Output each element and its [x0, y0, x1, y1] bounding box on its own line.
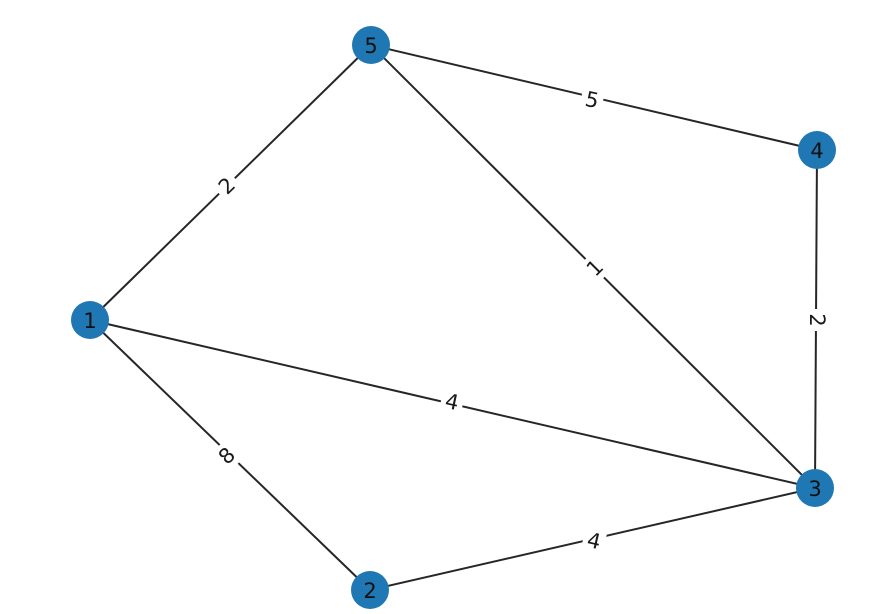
nodes-layer: 1 2 3 4 5 — [71, 26, 836, 609]
edge-weight-label-backdrop — [210, 169, 244, 203]
edge-weight-label: 5 — [578, 84, 606, 116]
edge-weight-label-backdrop — [438, 386, 466, 418]
edge-weight-label: 2 — [804, 309, 830, 331]
node-circle[interactable] — [798, 131, 836, 169]
edge-weight-label-backdrop — [804, 309, 830, 331]
node-circle[interactable] — [352, 26, 390, 64]
graph-node-4[interactable]: 4 — [798, 131, 836, 169]
edges-layer — [89, 44, 818, 591]
edge-weight-label: 4 — [580, 525, 608, 557]
edge-weight-label: 8 — [210, 439, 244, 473]
graph-node-1[interactable]: 1 — [71, 301, 109, 339]
node-circle[interactable] — [71, 301, 109, 339]
graph-node-5[interactable]: 5 — [352, 26, 390, 64]
edge-weight-label-backdrop — [210, 439, 244, 473]
node-circle[interactable] — [796, 469, 834, 507]
edge-weight-label-backdrop — [578, 84, 606, 116]
edge-weight-label-backdrop — [578, 251, 612, 285]
edge-weight-label: 4 — [438, 386, 466, 418]
node-circle[interactable] — [351, 571, 389, 609]
graph-node-2[interactable]: 2 — [351, 571, 389, 609]
graph-node-3[interactable]: 3 — [796, 469, 834, 507]
edge-weight-label-backdrop — [580, 525, 608, 557]
